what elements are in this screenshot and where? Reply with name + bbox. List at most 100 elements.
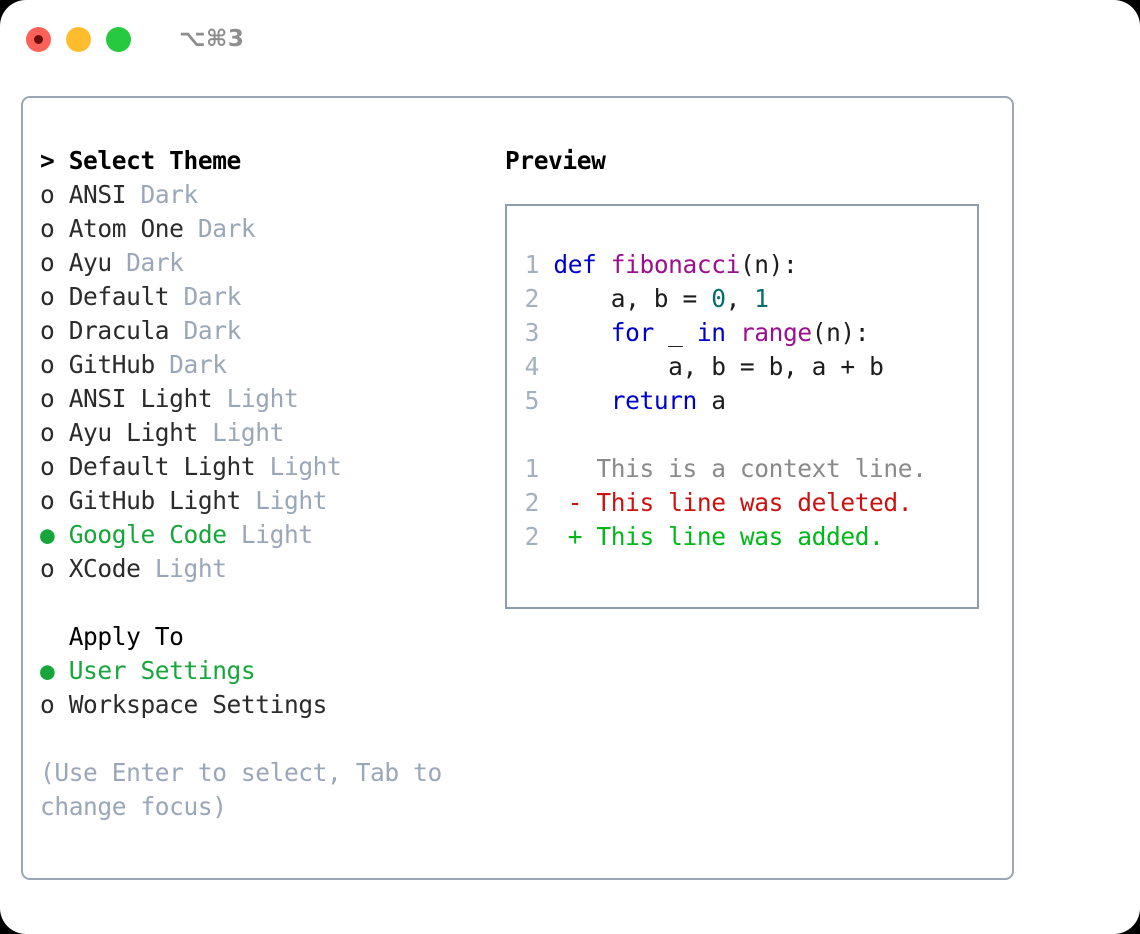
theme-option-ansi-light[interactable]: o ANSI Light Light [40,382,502,416]
line-number: 1 [524,250,540,279]
radio-unselected-icon: o [40,452,55,481]
radio-selected-icon: ● [40,656,55,685]
diff-sample: 1 This is a context line.2 - This line w… [521,452,977,554]
diff-marker [539,454,596,483]
theme-option-ayu[interactable]: o Ayu Dark [40,246,502,280]
title-bar: ⌥⌘3 [0,0,1140,78]
diff-line: 2 - This line was deleted. [521,486,977,520]
theme-option-label: XCode [54,554,141,583]
hint-line-2: change focus) [40,792,227,821]
radio-unselected-icon: o [40,248,55,277]
code-token: (n): [811,318,870,347]
theme-variant-tag: Dark [154,350,227,379]
radio-unselected-icon: o [40,282,55,311]
select-theme-heading: > Select Theme [40,146,241,175]
theme-variant-tag: Dark [169,316,242,345]
theme-variant-tag: Light [240,486,328,515]
code-token: fibonacci [610,250,741,279]
theme-option-google-code[interactable]: ● Google Code Light [40,518,502,552]
apply-to-heading: Apply To [40,622,184,651]
theme-option-label: Dracula [54,316,170,345]
theme-option-ayu-light[interactable]: o Ayu Light Light [40,416,502,450]
theme-variant-tag: Dark [169,282,242,311]
theme-option-label: ANSI Light [54,384,213,413]
code-token: (n): [739,250,798,279]
radio-unselected-icon: o [40,180,55,209]
theme-option-label: Default [54,282,170,311]
radio-unselected-icon: o [40,554,55,583]
apply-to-option-label: Workspace Settings [54,690,328,719]
theme-option-default[interactable]: o Default Dark [40,280,502,314]
code-token: 1 [754,284,769,313]
radio-unselected-icon: o [40,690,55,719]
radio-unselected-icon: o [40,486,55,515]
theme-option-label: ANSI [54,180,127,209]
theme-option-github[interactable]: o GitHub Dark [40,348,502,382]
code-token: a, b = b, a + b [553,352,884,381]
minimize-button[interactable] [66,26,91,52]
radio-unselected-icon: o [40,384,55,413]
code-line-text [539,386,553,415]
code-token: _ [653,318,697,347]
theme-variant-tag: Light [255,452,342,481]
line-number: 2 [524,284,540,313]
diff-line: 1 This is a context line. [521,452,977,486]
code-token: 0 [711,284,726,313]
diff-line: 2 + This line was added. [521,520,977,554]
code-token: def [553,250,597,279]
code-token: for [610,318,654,347]
code-token: range [739,318,812,347]
line-number: 2 [524,488,540,517]
radio-unselected-icon: o [40,214,55,243]
code-line-text [539,352,553,381]
theme-option-label: GitHub Light [54,486,242,515]
apply-to-option-user-settings[interactable]: ● User Settings [40,654,502,688]
close-button[interactable] [26,26,51,52]
theme-option-label: Ayu Light [54,418,199,447]
code-token: return [610,386,698,415]
window-controls [26,26,131,52]
code-token [596,250,610,279]
theme-option-label: Ayu [54,248,112,277]
theme-option-dracula[interactable]: o Dracula Dark [40,314,502,348]
theme-option-label: Default Light [54,452,256,481]
keyboard-shortcut-label: ⌥⌘3 [179,26,245,52]
code-diff-spacer [521,418,977,452]
theme-variant-tag: Light [212,384,299,413]
code-line: 1 def fibonacci(n): [521,248,977,282]
line-number: 1 [524,454,540,483]
theme-option-label: Atom One [54,214,184,243]
radio-unselected-icon: o [40,418,55,447]
code-line: 3 for _ in range(n): [521,316,977,350]
theme-variant-tag: Light [140,554,227,583]
diff-line-text: This line was deleted. [596,488,913,517]
radio-unselected-icon: o [40,316,55,345]
code-token [726,318,740,347]
code-token: a, b = [553,284,712,313]
section-spacer [40,586,502,620]
theme-option-ansi[interactable]: o ANSI Dark [40,178,502,212]
theme-option-default-light[interactable]: o Default Light Light [40,450,502,484]
apply-to-option-workspace-settings[interactable]: o Workspace Settings [40,688,502,722]
line-number: 5 [524,386,540,415]
theme-option-atom-one[interactable]: o Atom One Dark [40,212,502,246]
theme-option-label: GitHub [54,350,156,379]
radio-unselected-icon: o [40,350,55,379]
theme-option-xcode[interactable]: o XCode Light [40,552,502,586]
theme-option-github-light[interactable]: o GitHub Light Light [40,484,502,518]
hint-spacer [40,722,502,756]
preview-column: Preview 1 def fibonacci(n):2 a, b = 0, 1… [502,144,1012,878]
diff-line-text: This line was added. [596,522,884,551]
line-number: 3 [524,318,540,347]
maximize-button[interactable] [106,26,131,52]
code-token: in [696,318,726,347]
code-line-text [539,284,553,313]
code-line-text [539,250,553,279]
